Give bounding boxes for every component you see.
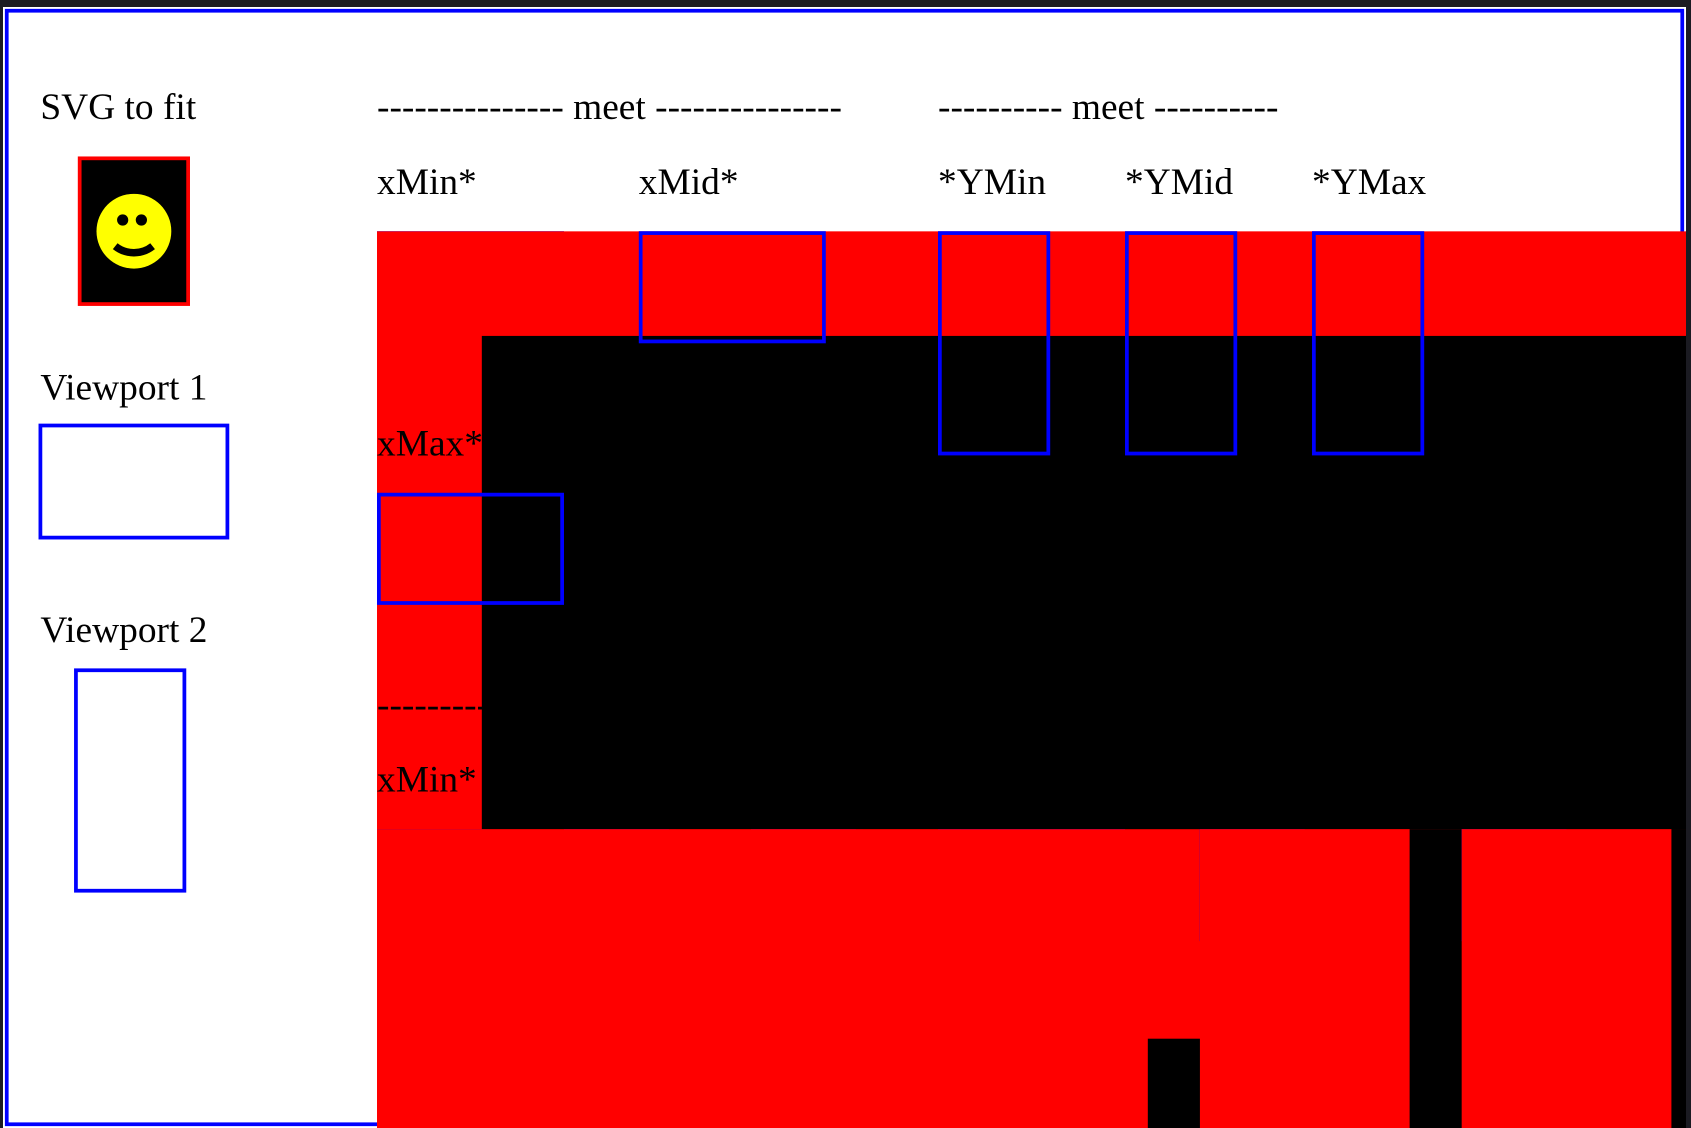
- meet-ymin-label: *YMin: [938, 162, 1046, 203]
- meet-xmid-label: xMid*: [639, 162, 739, 203]
- meet-x-heading: --------------- meet ---------------: [377, 87, 842, 128]
- meet-ymid-example: *YMid: [1125, 162, 1238, 456]
- meet-ymax-example: *YMax: [1312, 162, 1427, 456]
- smiley-source-icon: [80, 158, 188, 304]
- slice-ymax-label: *YMax: [1462, 760, 1577, 801]
- slice-ymax-example: *YMax: [1462, 760, 1649, 1128]
- viewport-box: [377, 492, 564, 605]
- viewport-box: [1312, 231, 1425, 456]
- slice-ymin-example: *YMin: [938, 760, 1125, 1128]
- viewport-box: [938, 231, 1051, 456]
- viewport-box: [638, 231, 826, 344]
- slice-ymin-label: *YMin: [938, 760, 1046, 801]
- slice-xmid-label: xMid*: [564, 760, 664, 801]
- slice-xmid-example: xMid*: [564, 760, 677, 1054]
- meet-xmid-example: xMid*: [638, 162, 826, 344]
- slice-y-group: --------------- slice --------------- *Y…: [938, 685, 1649, 1128]
- viewport1-label: Viewport 1: [40, 367, 207, 408]
- meet-xmin-example: xMin*: [377, 162, 564, 344]
- meet-y-heading: ---------- meet ----------: [938, 87, 1278, 128]
- slice-xmax-label: xMax*: [751, 760, 857, 801]
- slice-xmin-label: xMin*: [377, 760, 477, 801]
- slice-x-group: ---------- slice ---------- xMin* xMid* …: [377, 685, 864, 1054]
- viewport2-label: Viewport 2: [40, 610, 207, 651]
- viewport-box: [1125, 231, 1238, 456]
- meet-x-group: --------------- meet --------------- xMi…: [377, 87, 842, 605]
- preserve-aspect-ratio-diagram: SVG to fit Viewport 1 Viewport 2 -------…: [4, 8, 1685, 1128]
- slice-x-heading: ---------- slice ----------: [377, 685, 713, 726]
- viewport2-box: [74, 668, 187, 893]
- meet-ymin-example: *YMin: [938, 162, 1051, 456]
- slice-xmin-example: xMin*: [377, 760, 490, 1054]
- left-column: SVG to fit Viewport 1 Viewport 2: [38, 87, 230, 893]
- meet-ymax-label: *YMax: [1312, 162, 1427, 203]
- slice-xmax-example: xMax*: [751, 760, 864, 1054]
- meet-xmin-label: xMin*: [377, 162, 477, 203]
- meet-ymid-label: *YMid: [1125, 162, 1233, 203]
- diagram-canvas: SVG to fit Viewport 1 Viewport 2 -------…: [3, 7, 1686, 1128]
- slice-y-heading: --------------- slice ---------------: [938, 685, 1399, 726]
- slice-ymid-example: *YMid: [1199, 760, 1387, 1128]
- outer-frame: [4, 8, 1685, 1127]
- meet-xmax-example: xMax*: [377, 423, 564, 605]
- slice-ymid-label: *YMid: [1200, 760, 1308, 801]
- meet-xmax-label: xMax*: [377, 423, 483, 464]
- svg-to-fit-label: SVG to fit: [40, 87, 196, 128]
- meet-y-group: ---------- meet ---------- *YMin *YMid *…: [938, 87, 1427, 456]
- viewport1-box: [38, 423, 230, 540]
